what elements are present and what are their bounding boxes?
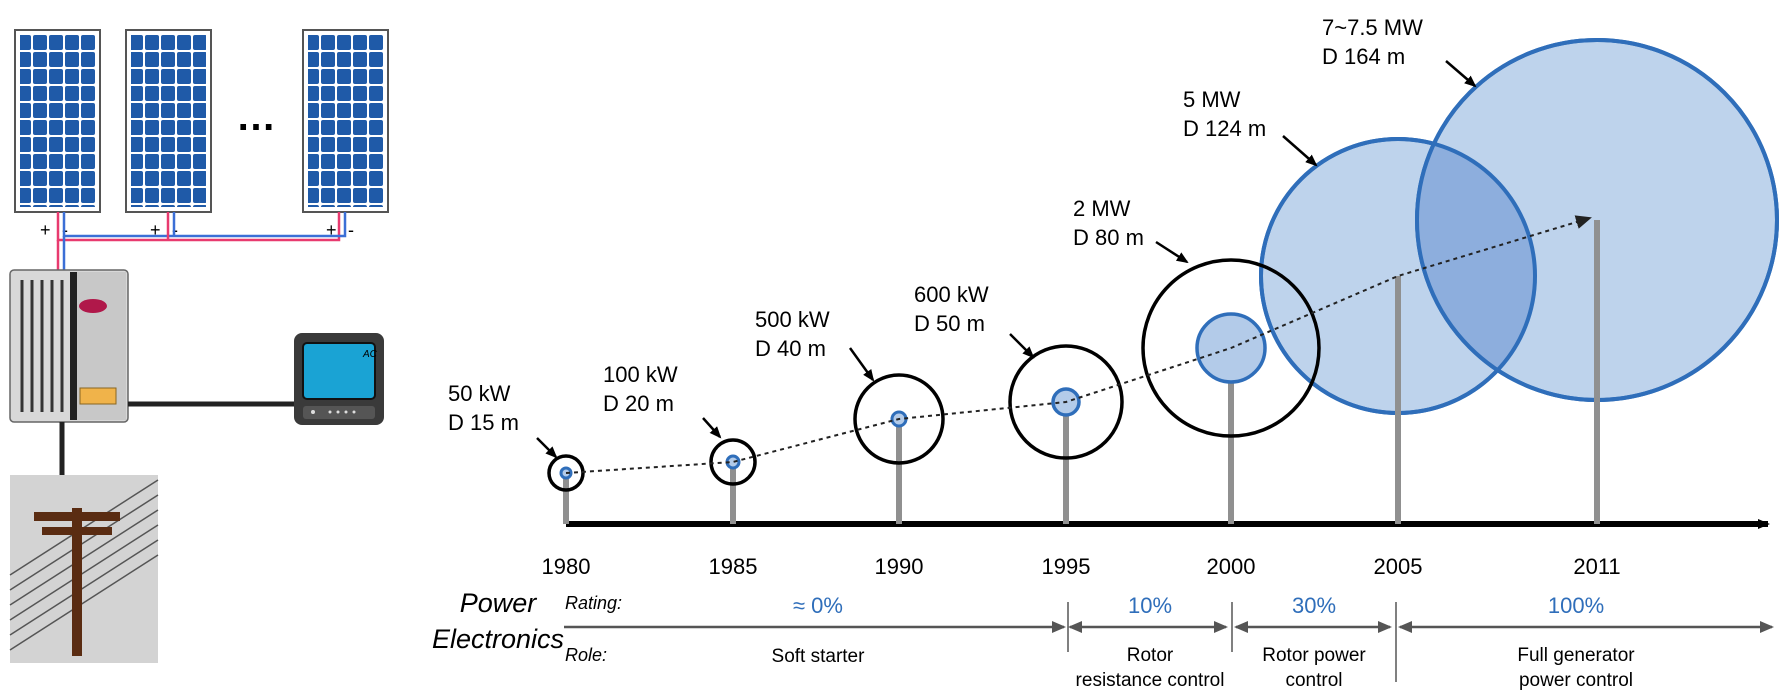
pointer-arrow bbox=[1282, 135, 1318, 167]
power-label: 600 kW bbox=[914, 282, 989, 307]
monitor-icon: AC bbox=[294, 333, 384, 425]
diameter-label: D 40 m bbox=[755, 336, 826, 361]
rotor-circle bbox=[853, 373, 945, 465]
diameter-label: D 15 m bbox=[448, 410, 519, 435]
rating-value: 30% bbox=[1292, 593, 1336, 618]
rating-value: 10% bbox=[1128, 593, 1172, 618]
utility-pole-icon bbox=[9, 475, 159, 663]
turbine-chart: 1980 50 kW D 15 m 1985 100 kW D 20 m 1990 500 k… bbox=[448, 15, 1779, 579]
monitor-ac-label: AC bbox=[362, 349, 378, 360]
rating-value: 100% bbox=[1548, 593, 1604, 618]
pointer-arrow bbox=[702, 417, 722, 439]
solar-panel-icon bbox=[302, 29, 389, 213]
role-value: Full generator bbox=[1517, 645, 1635, 666]
pointer-arrow bbox=[1155, 240, 1189, 264]
rating-value: ≈ 0% bbox=[793, 593, 843, 618]
power-electronics-section: Power Electronics Rating: Role: ≈ 0% 10%… bbox=[432, 588, 1774, 691]
terminal-plus: + bbox=[326, 220, 337, 240]
panel-ellipsis: … bbox=[236, 95, 276, 139]
diameter-label: D 80 m bbox=[1073, 225, 1144, 250]
terminal-plus: + bbox=[150, 220, 161, 240]
pointer-arrow bbox=[536, 437, 558, 459]
year-label: 1990 bbox=[875, 554, 924, 579]
role-value: control bbox=[1285, 670, 1342, 691]
pe-title-line2: Electronics bbox=[432, 624, 564, 654]
solar-panel-icon bbox=[14, 29, 101, 213]
pointer-arrow bbox=[848, 347, 875, 382]
year-label: 2011 bbox=[1573, 554, 1620, 579]
role-value: Rotor power bbox=[1262, 645, 1366, 666]
terminal-minus: - bbox=[348, 220, 354, 240]
rotor-circle bbox=[547, 454, 585, 492]
year-label: 1980 bbox=[542, 554, 591, 579]
rotor-circle bbox=[1141, 258, 1321, 438]
diameter-label: D 50 m bbox=[914, 311, 985, 336]
terminal-plus: + bbox=[40, 220, 51, 240]
rating-label: Rating: bbox=[565, 593, 622, 613]
role-value: Soft starter bbox=[772, 646, 866, 667]
rotor-overlap bbox=[1417, 139, 1535, 400]
pv-system: … + - + - + - bbox=[9, 29, 389, 663]
role-label: Role: bbox=[565, 645, 607, 665]
trend-line bbox=[565, 215, 1592, 474]
rotor-circle bbox=[1008, 344, 1124, 460]
diameter-label: D 124 m bbox=[1183, 116, 1266, 141]
role-value: resistance control bbox=[1076, 670, 1225, 691]
year-label: 1995 bbox=[1042, 554, 1091, 579]
year-label: 2000 bbox=[1207, 554, 1256, 579]
power-label: 100 kW bbox=[603, 362, 678, 387]
power-label: 500 kW bbox=[755, 307, 830, 332]
role-value: Rotor bbox=[1127, 645, 1174, 666]
year-label: 1985 bbox=[709, 554, 758, 579]
pointer-arrow bbox=[1009, 333, 1035, 359]
diameter-label: D 20 m bbox=[603, 391, 674, 416]
power-label: 5 MW bbox=[1183, 87, 1241, 112]
year-label: 2005 bbox=[1374, 554, 1423, 579]
power-label: 7~7.5 MW bbox=[1322, 15, 1423, 40]
role-value: power control bbox=[1519, 670, 1633, 691]
power-label: 50 kW bbox=[448, 381, 511, 406]
inverter-icon bbox=[9, 269, 129, 423]
dc-wiring bbox=[56, 212, 347, 272]
rotor-circle bbox=[709, 438, 757, 486]
diameter-label: D 164 m bbox=[1322, 44, 1405, 69]
power-label: 2 MW bbox=[1073, 196, 1131, 221]
solar-panel-icon bbox=[125, 29, 212, 213]
pointer-arrow bbox=[1445, 60, 1477, 88]
pe-title-line1: Power bbox=[460, 588, 538, 618]
